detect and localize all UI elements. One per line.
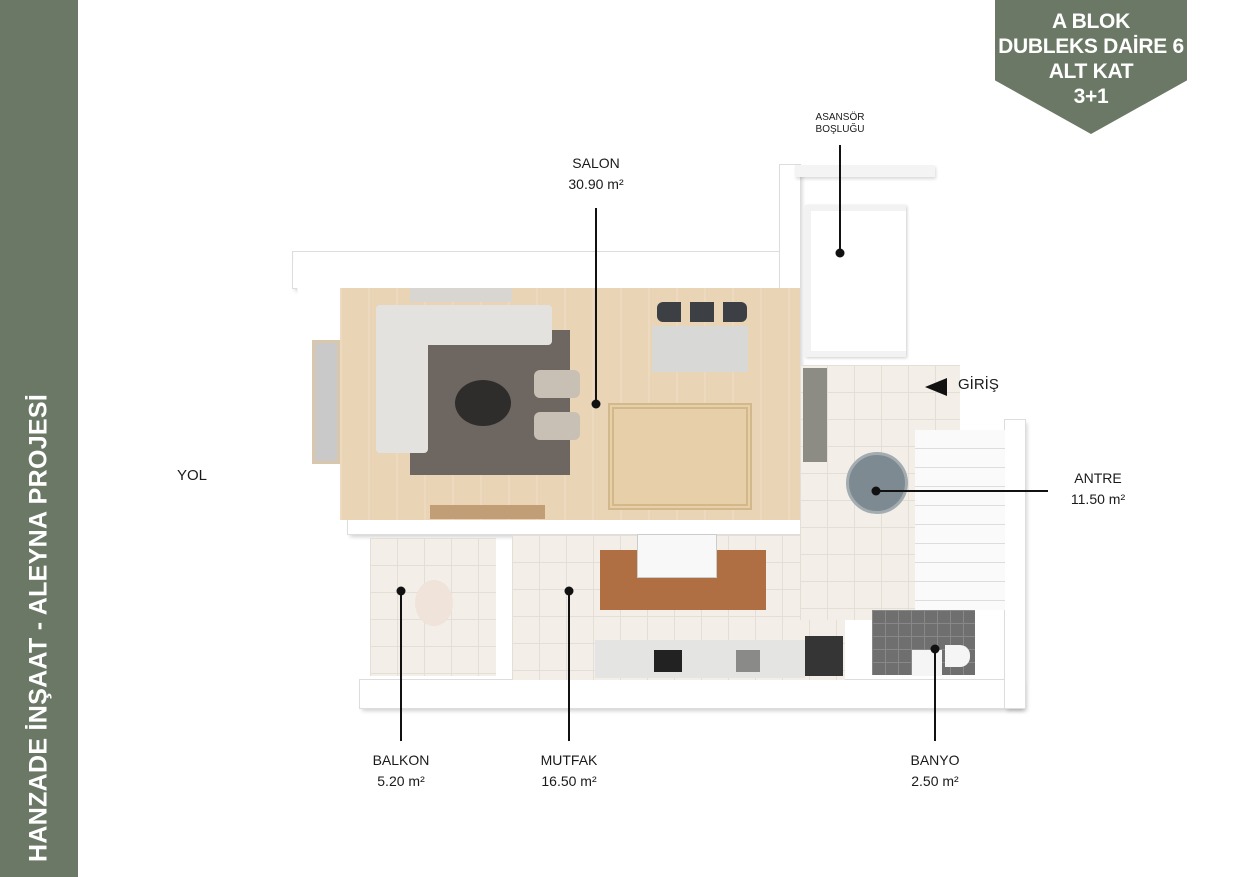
balcony-table (415, 580, 453, 626)
antre-area: 11.50 m² (1070, 491, 1126, 507)
coffee-table (455, 380, 511, 426)
cooktop (654, 650, 682, 672)
armchair (534, 370, 580, 398)
badge-rooms: 3+1 (1073, 85, 1109, 108)
wall-salon-bottom (348, 520, 808, 534)
balkon-marker (396, 586, 406, 596)
entrance-arrow-icon (925, 378, 947, 396)
elevator-marker (835, 248, 845, 258)
console (410, 288, 512, 302)
entry-cabinet (803, 368, 827, 462)
banyo-name: BANYO (910, 752, 960, 768)
banyo-area: 2.50 m² (911, 773, 959, 789)
unit-badge: A BLOK DUBLEKS DAİRE 6 ALT KAT 3+1 (995, 0, 1187, 134)
banyo-marker (930, 644, 940, 654)
salon-name: SALON (572, 155, 620, 171)
elevator-shaft (805, 205, 906, 357)
wall-top (293, 252, 783, 288)
salon-area: 30.90 m² (568, 176, 624, 192)
sofa-chaise (376, 305, 428, 453)
project-title: HANZADE İNŞAAT - ALEYNA PROJESİ (24, 393, 53, 862)
balkon-leader (400, 591, 402, 741)
banyo-leader (934, 649, 936, 741)
mutfak-label: MUTFAK 16.50 m² (541, 750, 598, 792)
elevator-line2: BOŞLUĞU (815, 124, 865, 135)
entrance-label: GİRİŞ (958, 376, 999, 393)
antre-marker (871, 486, 881, 496)
mutfak-name: MUTFAK (540, 752, 598, 768)
kitchen-counter (595, 640, 805, 678)
armchair (534, 412, 580, 440)
salon-marker (591, 399, 601, 409)
wall-bottom (360, 680, 1022, 708)
elevator-leader (839, 145, 841, 253)
badge-floor: ALT KAT (1048, 60, 1134, 83)
antre-leader (876, 490, 1048, 492)
dining-chairs (657, 302, 747, 322)
elevator-label: ASANSÖR BOŞLUĞU (816, 112, 865, 136)
tv-unit (430, 505, 545, 519)
balkon-name: BALKON (372, 752, 430, 768)
dining-table (652, 326, 748, 372)
antre-name: ANTRE (1074, 470, 1122, 486)
balkon-area: 5.20 m² (377, 773, 425, 789)
banyo-label: BANYO 2.50 m² (910, 750, 959, 792)
fridge (805, 636, 843, 676)
badge-block: A BLOK (1052, 10, 1130, 33)
antre-label: ANTRE 11.50 m² (1071, 468, 1125, 510)
salon-leader (595, 208, 597, 404)
road-label: YOL (177, 467, 208, 484)
badge-unit: DUBLEKS DAİRE 6 (998, 35, 1184, 58)
sink (736, 650, 760, 672)
elevator-line1: ASANSÖR (815, 112, 865, 123)
salon-label: SALON 30.90 m² (568, 153, 623, 195)
wall-right (1005, 420, 1025, 708)
window (312, 340, 340, 464)
toilet (945, 645, 970, 667)
round-rug (846, 452, 908, 514)
elevator-wall (795, 165, 935, 177)
jute-rug (608, 403, 752, 510)
washbasin (912, 650, 942, 676)
mutfak-leader (568, 591, 570, 741)
mutfak-area: 16.50 m² (541, 773, 597, 789)
staircase (915, 430, 1005, 610)
balkon-label: BALKON 5.20 m² (373, 750, 430, 792)
sidebar-band: HANZADE İNŞAAT - ALEYNA PROJESİ (0, 0, 78, 877)
kitchen-table (638, 535, 716, 577)
mutfak-marker (564, 586, 574, 596)
